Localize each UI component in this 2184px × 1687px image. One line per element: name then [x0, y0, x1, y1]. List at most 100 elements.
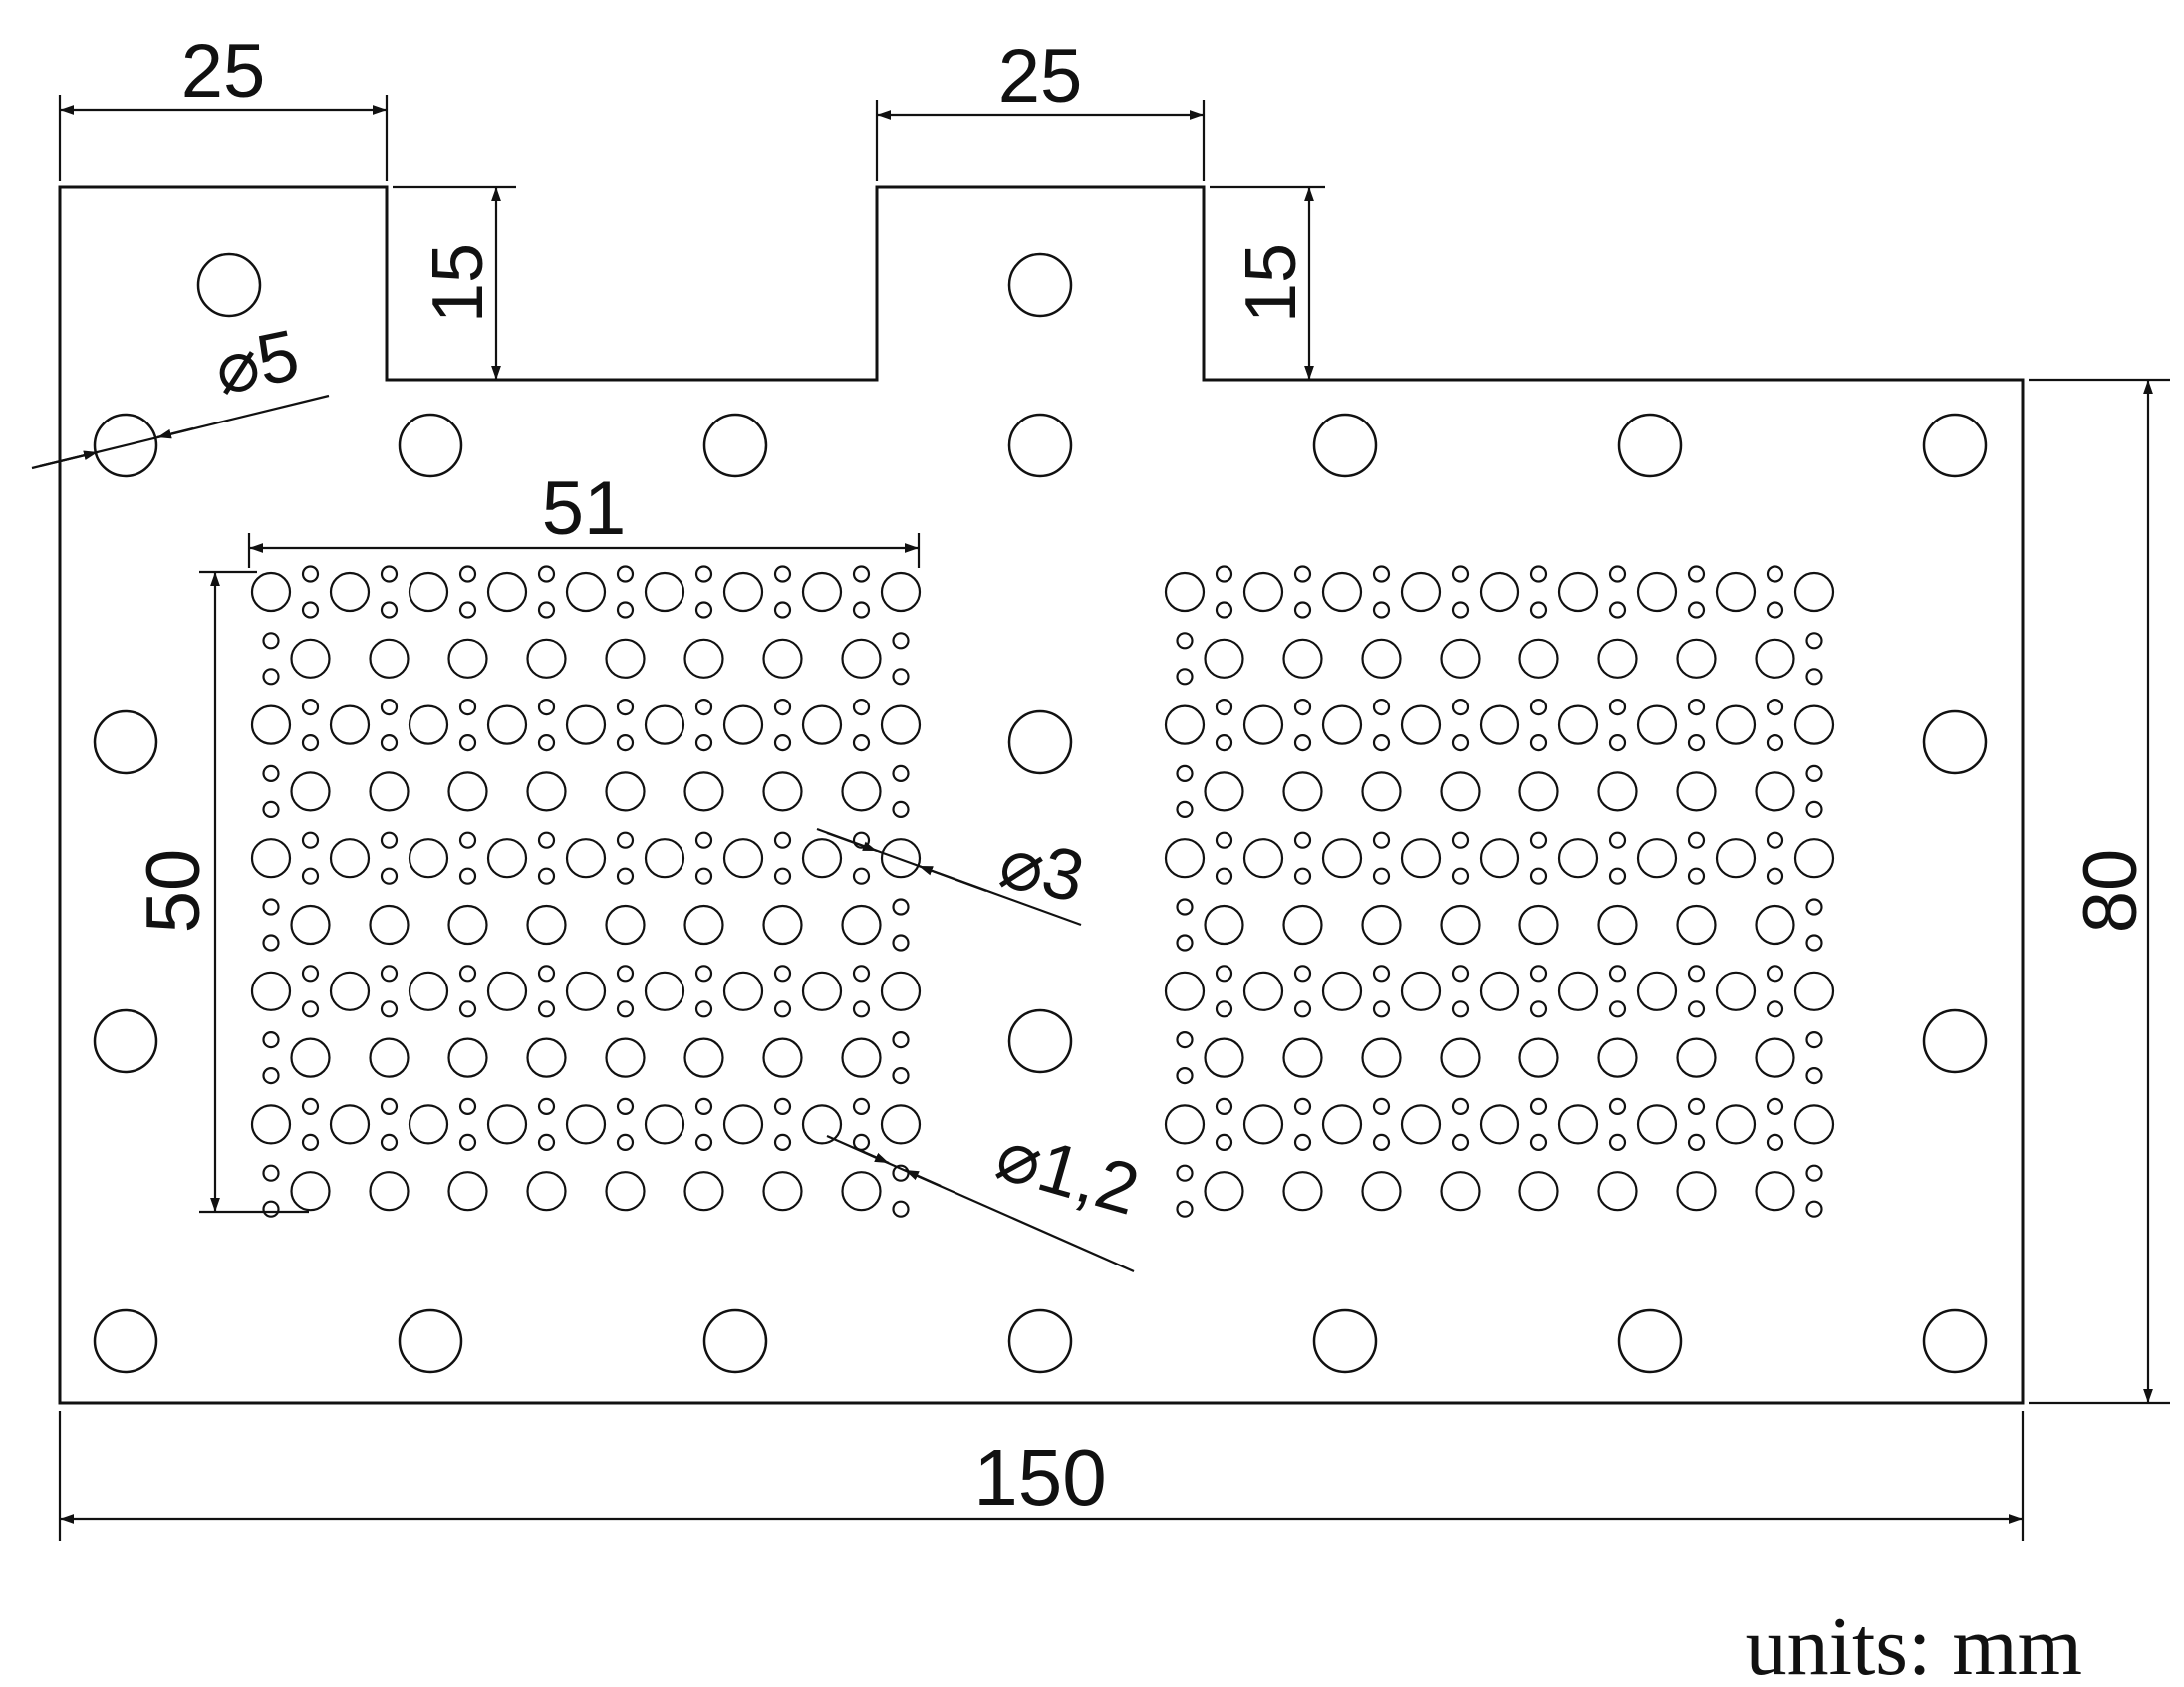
perforation-small [301, 831, 320, 849]
perforation-small [1293, 698, 1312, 716]
perforation-large [1479, 838, 1520, 879]
perforation-small [694, 565, 713, 583]
bolt-hole [1007, 709, 1073, 775]
bolt-hole [1007, 1008, 1073, 1074]
perforation-small [458, 965, 477, 983]
perforation-large [1557, 1104, 1599, 1145]
perforation-small [380, 831, 399, 849]
perforation-small [1176, 898, 1194, 916]
perforation-large [526, 638, 567, 679]
bolt-hole [1007, 252, 1073, 318]
perforation-small [458, 831, 477, 849]
perforation-small [852, 698, 871, 716]
perforation-large [486, 1104, 528, 1145]
perforation-large [1440, 1037, 1481, 1078]
perforation-small [1215, 1000, 1233, 1018]
perforation-small [892, 1030, 910, 1049]
perforation-large [1282, 771, 1323, 812]
units-label: units: mm [1746, 1600, 2082, 1687]
perforation-large [683, 1171, 724, 1212]
perforation-large [1400, 704, 1442, 745]
bolt-hole-diameter-label: ⌀5 [208, 315, 306, 411]
perforation-small [262, 1164, 280, 1182]
perforation-large [329, 571, 371, 613]
perforation-small [1766, 601, 1784, 619]
perforation-large [1321, 571, 1363, 613]
perforation-large [1793, 704, 1835, 745]
perforation-small [694, 698, 713, 716]
perforation-small [301, 1000, 320, 1018]
dimension-overall-height [2029, 378, 2170, 1405]
perforation-large [841, 1037, 882, 1078]
small-perforation-diameter-label: ⌀1,2 [988, 1114, 1148, 1230]
bolt-holes [93, 252, 1988, 1374]
dimension-notch-depth-left-label: 15 [418, 243, 498, 323]
perforation-large [486, 704, 528, 745]
perforation-small [1608, 733, 1627, 752]
perforation-large [1204, 1171, 1244, 1212]
perforation-small [458, 1133, 477, 1152]
perforation-large [565, 1104, 607, 1145]
perforation-small [537, 601, 556, 619]
perforation-large [1793, 838, 1835, 879]
dimension-top-left-width [58, 95, 389, 181]
perforation-large [1164, 838, 1206, 879]
perforation-small [773, 601, 792, 619]
large-perforation-diameter-label: ⌀3 [993, 822, 1091, 918]
perforation-small [380, 565, 399, 583]
perforation-large [605, 904, 646, 946]
perforation-large [250, 838, 292, 879]
perforation-large [801, 838, 843, 879]
perforation-small [1215, 733, 1233, 752]
perforation-small [1215, 965, 1233, 983]
perforation-large [722, 838, 764, 879]
perforation-large [1479, 704, 1520, 745]
perforation-small [458, 1097, 477, 1116]
perforation-large [1518, 1037, 1559, 1078]
perforation-small [1451, 831, 1470, 849]
perforation-large [329, 1104, 371, 1145]
perforation-small [1176, 632, 1194, 650]
perforation-large [644, 971, 685, 1011]
perforation-small [1608, 1133, 1627, 1152]
perforation-small [852, 601, 871, 619]
perforation-small [852, 831, 871, 849]
perforation-small [537, 565, 556, 583]
perforation-small [537, 831, 556, 849]
perforation-small [1687, 965, 1706, 983]
perforation-large [447, 638, 488, 679]
perforation-large [1755, 638, 1795, 679]
dimension-notch-depth-right-label: 15 [1231, 243, 1311, 323]
perforation-large [1793, 1104, 1835, 1145]
perforation-small [1687, 867, 1706, 885]
perforation-large [408, 571, 449, 613]
perforation-large [1755, 771, 1795, 812]
perforation-small [537, 965, 556, 983]
perforation-small [616, 1097, 635, 1116]
perforation-large [644, 1104, 685, 1145]
perforation-large [1361, 1171, 1402, 1212]
perforation-large [1321, 838, 1363, 879]
perforation-large [605, 638, 646, 679]
perforation-small [1805, 898, 1823, 916]
perforation-large [447, 1171, 488, 1212]
perforation-large [486, 571, 528, 613]
perforation-small [1608, 565, 1627, 583]
perforation-small [1293, 867, 1312, 885]
perforation-small [1687, 698, 1706, 716]
perforation-large [486, 971, 528, 1011]
dimension-array-width [247, 533, 921, 568]
perforation-small [892, 632, 910, 650]
perforation-large [1676, 771, 1717, 812]
perforation-small [262, 1200, 280, 1218]
bolt-hole [93, 1008, 158, 1074]
perforation-large [1400, 571, 1442, 613]
perforation-small [537, 867, 556, 885]
perforation-large [1361, 904, 1402, 946]
perforation-small [1805, 1200, 1823, 1218]
perforation-large [1361, 771, 1402, 812]
perforation-small [616, 698, 635, 716]
perforation-small [1766, 733, 1784, 752]
perforation-small [1451, 698, 1470, 716]
